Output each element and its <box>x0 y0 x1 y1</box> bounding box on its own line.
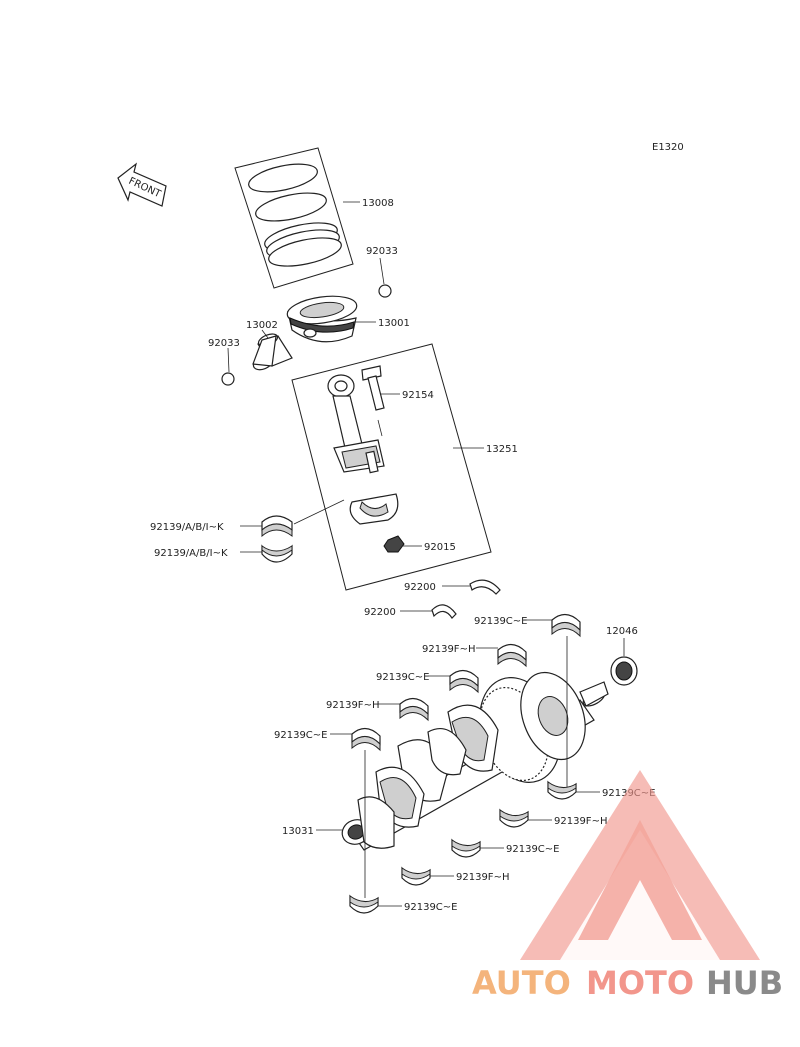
piston-ring-box <box>234 147 354 289</box>
gear-12046 <box>610 656 638 686</box>
main-bearing-7 <box>499 808 529 828</box>
connecting-rod <box>327 374 385 474</box>
label-92139-upper: 92139/A/B/I~K <box>150 522 224 533</box>
label-13001: 13001 <box>378 318 410 329</box>
label-92200-1: 92200 <box>404 582 436 593</box>
circlip-right <box>378 284 392 298</box>
main-bearing-1 <box>551 613 581 638</box>
piston <box>286 295 358 343</box>
conrod-nut <box>383 535 405 553</box>
circlip-left <box>221 372 235 386</box>
main-bearing-8 <box>451 838 481 858</box>
label-main-bearing-4: 92139F~H <box>326 700 379 711</box>
conrod-bearing-lower <box>261 544 293 563</box>
watermark-logo <box>520 770 760 960</box>
label-92200-2: 92200 <box>364 607 396 618</box>
label-13002: 13002 <box>246 320 278 331</box>
label-main-bearing-5: 92139C~E <box>274 730 328 741</box>
label-main-bearing-8: 92139C~E <box>506 844 560 855</box>
label-main-bearing-9: 92139F~H <box>456 872 509 883</box>
conrod-cap <box>349 493 399 525</box>
label-92033-right: 92033 <box>366 246 398 257</box>
label-main-bearing-2: 92139F~H <box>422 644 475 655</box>
conrod-bearing-upper <box>261 515 293 538</box>
conrod-bolt <box>361 365 385 411</box>
label-main-bearing-1: 92139C~E <box>474 616 528 627</box>
conrod-box <box>291 343 492 591</box>
main-bearing-10 <box>349 894 379 914</box>
main-bearing-9 <box>401 866 431 886</box>
label-92154: 92154 <box>402 390 434 401</box>
diagram-code: E1320 <box>652 142 684 153</box>
thrust-washer-1 <box>469 579 501 595</box>
label-main-bearing-3: 92139C~E <box>376 672 430 683</box>
main-bearing-3 <box>449 669 479 694</box>
main-bearing-6 <box>547 780 577 800</box>
label-13251: 13251 <box>486 444 518 455</box>
label-92139-lower: 92139/A/B/I~K <box>154 548 228 559</box>
front-arrow-icon: FRONT <box>117 162 167 207</box>
label-12046: 12046 <box>606 626 638 637</box>
main-bearing-2 <box>497 643 527 668</box>
label-13031: 13031 <box>282 826 314 837</box>
watermark-auto: AUTO <box>472 964 571 1002</box>
label-main-bearing-10: 92139C~E <box>404 902 458 913</box>
crankshaft <box>341 671 609 851</box>
label-92033-left: 92033 <box>208 338 240 349</box>
watermark-hub: HUB <box>706 964 783 1002</box>
label-13008: 13008 <box>362 198 394 209</box>
watermark-text: AUTO MOTO HUB <box>472 964 783 1002</box>
thrust-washer-2 <box>431 604 457 619</box>
label-92015: 92015 <box>424 542 456 553</box>
watermark-moto: MOTO <box>586 964 694 1002</box>
main-bearing-4 <box>399 697 429 722</box>
piston-pin <box>252 333 293 371</box>
label-main-bearing-7: 92139F~H <box>554 816 607 827</box>
piston-rings <box>248 163 342 267</box>
main-bearing-5 <box>351 727 381 752</box>
